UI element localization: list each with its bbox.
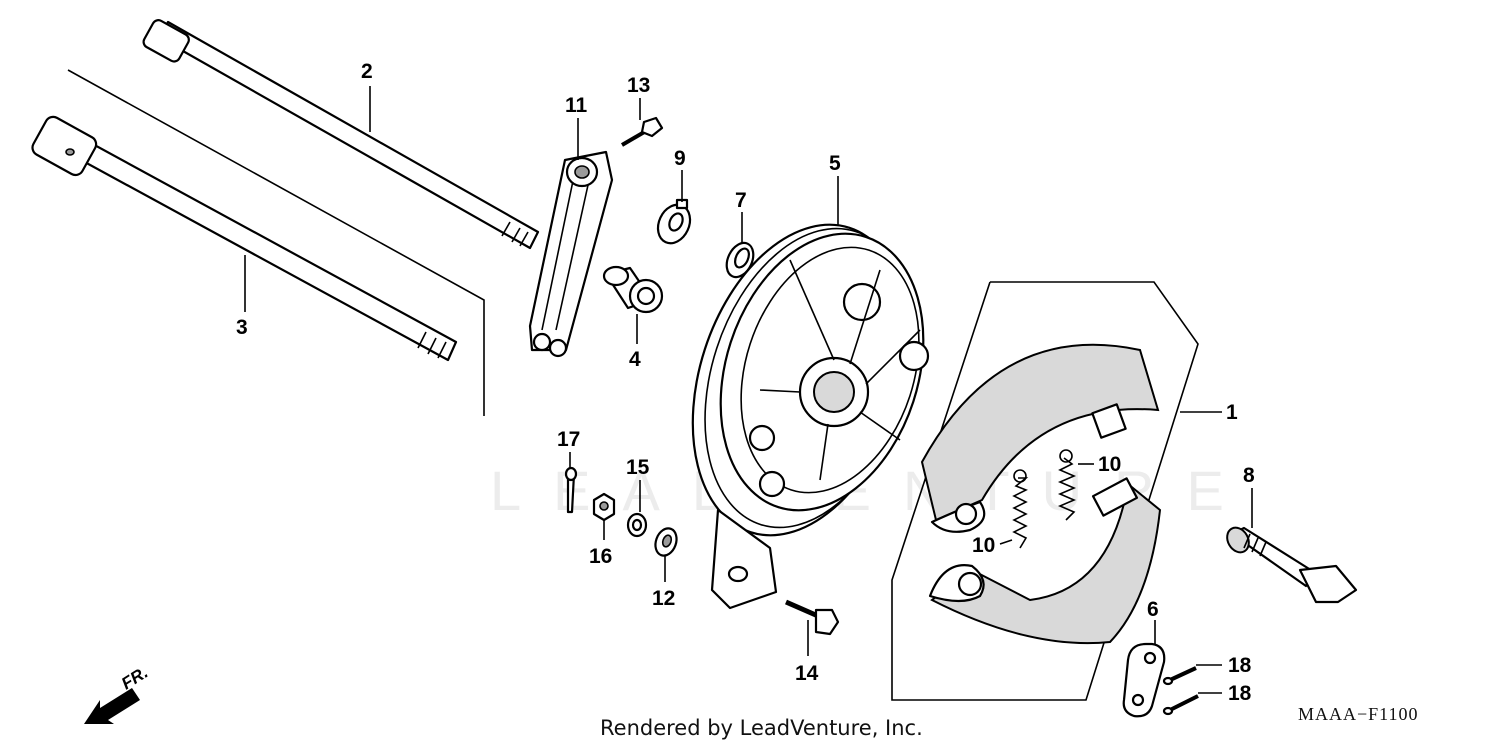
callout-18a: 18 (1228, 654, 1252, 677)
callout-10b: 10 (972, 534, 995, 557)
part-9-washer[interactable] (652, 198, 696, 249)
part-13-bolt[interactable] (620, 116, 664, 147)
part-6-plate[interactable] (1122, 642, 1166, 718)
callout-6: 6 (1147, 598, 1159, 621)
callout-8: 8 (1243, 464, 1255, 487)
callout-12: 12 (652, 587, 675, 610)
callout-3: 3 (236, 316, 248, 339)
part-7-seal[interactable] (722, 239, 759, 282)
front-direction-label: FR. (118, 663, 151, 694)
part-2-rod[interactable] (141, 18, 540, 250)
part-14-bolt[interactable] (784, 599, 840, 636)
rendered-by-caption: Rendered by LeadVenture, Inc. (600, 716, 923, 740)
part-10-spring[interactable] (1012, 469, 1029, 549)
part-12-seal[interactable] (652, 525, 680, 558)
callout-10a: 10 (1098, 453, 1121, 476)
callout-7: 7 (735, 189, 747, 212)
part-5-brake-panel[interactable] (655, 197, 957, 610)
part-17-cotter-pin[interactable] (564, 466, 578, 514)
callout-18b: 18 (1228, 682, 1252, 705)
callout-2: 2 (361, 60, 373, 83)
part-15-washer[interactable] (626, 512, 648, 538)
callout-16: 16 (589, 545, 612, 568)
callout-5: 5 (829, 152, 841, 175)
part-8-cam-shaft[interactable] (1223, 524, 1358, 604)
callout-9: 9 (674, 147, 686, 170)
callout-4: 4 (629, 348, 641, 371)
part-18-pin-b[interactable] (1162, 694, 1199, 716)
diagram-code: MAAA−F1100 (1298, 704, 1419, 724)
callout-17: 17 (557, 428, 580, 451)
callout-1: 1 (1226, 401, 1238, 424)
callout-15: 15 (626, 456, 650, 479)
callout-13: 13 (627, 74, 650, 97)
part-3-rod[interactable] (30, 114, 458, 362)
part-16-nut[interactable] (592, 492, 616, 522)
assembly-1-boundary (891, 281, 1199, 701)
part-1-brake-shoes[interactable] (920, 343, 1162, 645)
part-18-pin[interactable] (1162, 666, 1197, 686)
divider-line (67, 69, 485, 416)
front-arrow-icon: FR. (84, 663, 151, 724)
part-10-spring-b[interactable] (1057, 449, 1077, 521)
part-4-collar[interactable] (602, 265, 664, 314)
leader-10b (999, 539, 1013, 545)
callout-14: 14 (795, 662, 819, 685)
part-11-brake-arm[interactable] (528, 150, 614, 358)
callout-11: 11 (565, 94, 588, 117)
